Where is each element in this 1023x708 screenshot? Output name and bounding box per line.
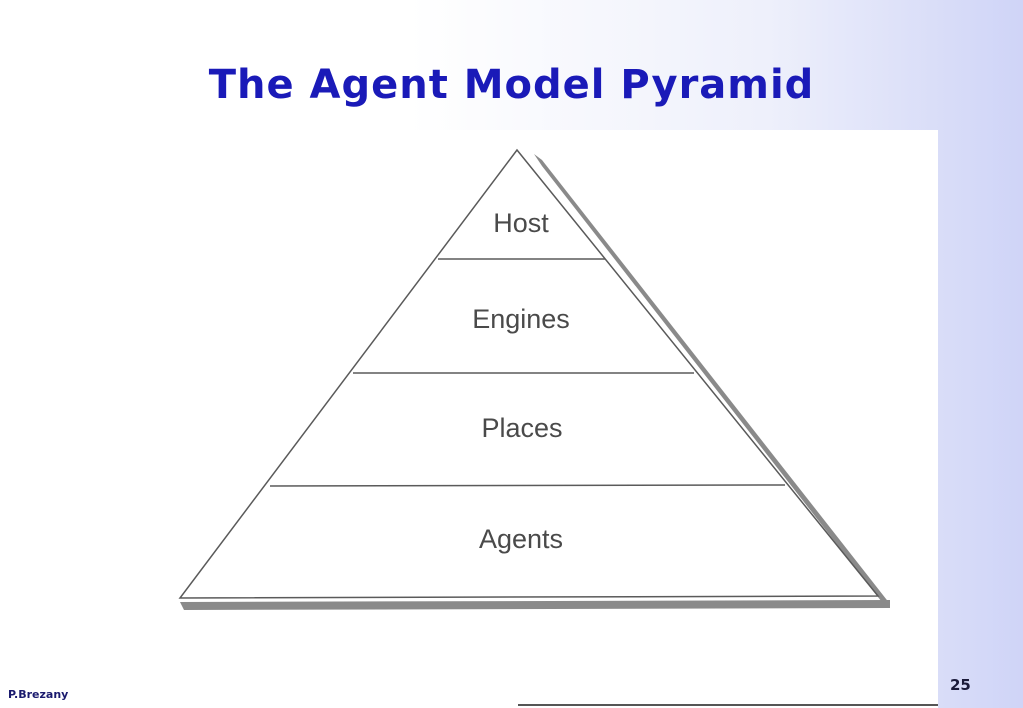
layer-divider-3 <box>269 484 786 487</box>
page-number: 25 <box>950 676 971 694</box>
figure-panel: Host Engines Places Agents <box>72 130 938 708</box>
layer-label-places: Places <box>481 413 562 443</box>
footer-divider <box>518 704 938 706</box>
pyramid-shadow <box>534 154 890 606</box>
author-footer: P.Brezany <box>8 688 69 701</box>
pyramid-bottom-shadow <box>180 600 890 610</box>
slide-title: The Agent Model Pyramid <box>208 62 815 108</box>
layer-label-host: Host <box>493 208 549 238</box>
layer-label-agents: Agents <box>479 524 563 554</box>
pyramid-diagram: Host Engines Places Agents <box>178 148 890 610</box>
layer-label-engines: Engines <box>472 304 570 334</box>
